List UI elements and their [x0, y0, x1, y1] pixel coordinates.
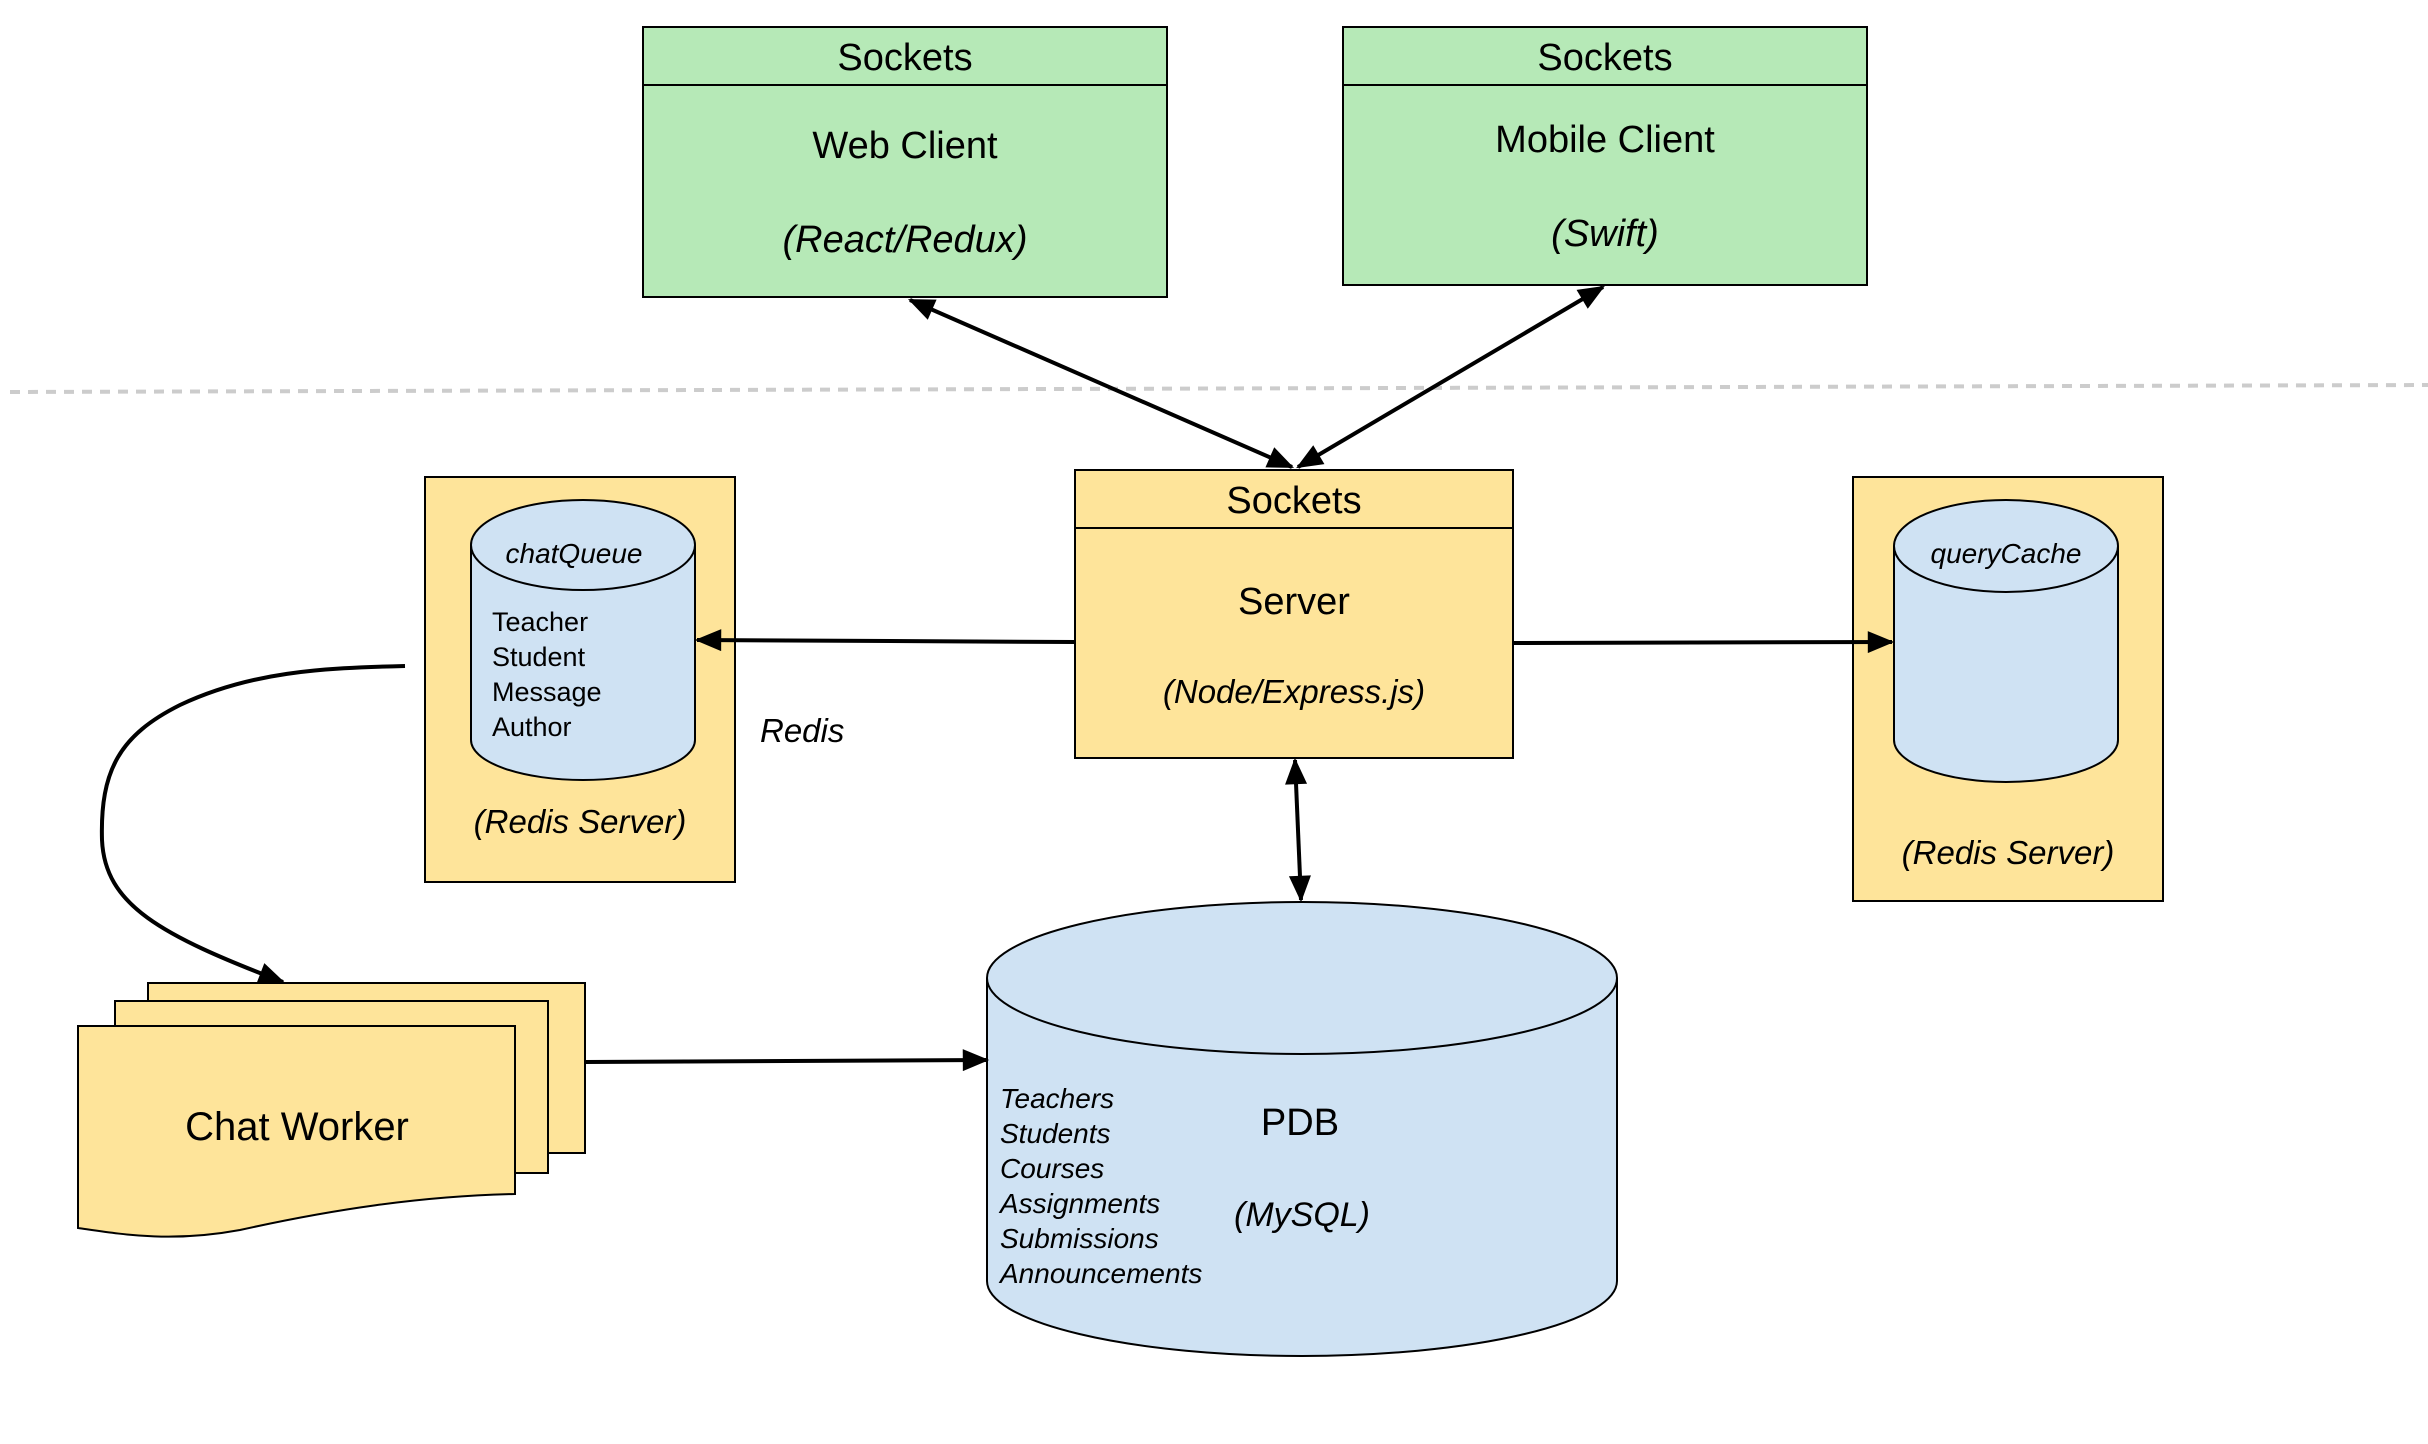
chat-worker-title: Chat Worker: [185, 1105, 409, 1149]
edge-server-query-cache: [1512, 631, 1895, 654]
pdb-table: Announcements: [998, 1258, 1202, 1289]
pdb-title: PDB: [1261, 1102, 1339, 1144]
mobile-client-node[interactable]: Sockets Mobile Client (Swift): [1342, 26, 1868, 286]
edge-server-chat-queue: [694, 629, 1076, 652]
pdb-table: Teachers: [1000, 1083, 1114, 1114]
chat-queue-redis-node[interactable]: chatQueue Teacher Student Message Author…: [424, 476, 736, 883]
chat-queue-redis-footer: (Redis Server): [474, 803, 687, 840]
chat-worker-node[interactable]: Chat Worker: [77, 982, 586, 1238]
web-client-node[interactable]: Sockets Web Client (React/Redux): [642, 26, 1168, 298]
pdb-table: Courses: [1000, 1153, 1104, 1184]
query-cache-redis-node[interactable]: queryCache (Redis Server): [1852, 476, 2164, 902]
web-client-sockets-label: Sockets: [837, 37, 972, 79]
pdb-table: Submissions: [1000, 1223, 1159, 1254]
web-client-title: Web Client: [812, 125, 998, 167]
edge-chat-queue-chat-worker: [99, 664, 406, 984]
edge-chat-worker-pdb: [584, 1049, 990, 1072]
chat-queue-label: chatQueue: [506, 538, 643, 569]
chat-queue-field: Teacher: [492, 607, 588, 637]
mobile-client-sockets-label: Sockets: [1537, 37, 1672, 79]
server-sockets-label: Sockets: [1226, 480, 1361, 522]
web-client-subtitle: (React/Redux): [783, 219, 1028, 261]
pdb-subtitle: (MySQL): [1234, 1196, 1370, 1234]
edge-server-pdb: [1285, 757, 1311, 903]
chat-worker-front-page: [77, 1025, 516, 1238]
pdb-database-node[interactable]: PDB (MySQL) Teachers Students Courses As…: [986, 901, 1618, 1357]
server-subtitle: (Node/Express.js): [1163, 673, 1425, 710]
query-cache-label: queryCache: [1931, 538, 2082, 569]
edge-mobile-client-server: [1296, 285, 1605, 469]
query-cache-cylinder[interactable]: queryCache: [1893, 499, 2119, 783]
pdb-table: Students: [1000, 1118, 1111, 1149]
query-cache-redis-footer: (Redis Server): [1902, 834, 2115, 871]
chat-queue-field: Student: [492, 642, 586, 672]
chat-queue-field: Message: [492, 677, 602, 707]
edge-web-client-server: [907, 298, 1295, 469]
server-title: Server: [1238, 581, 1350, 623]
chat-queue-field: Author: [492, 712, 572, 742]
mobile-client-subtitle: (Swift): [1551, 213, 1659, 255]
mobile-client-title: Mobile Client: [1495, 119, 1715, 161]
redis-edge-label: Redis: [760, 712, 844, 749]
server-node[interactable]: Sockets Server (Node/Express.js): [1074, 469, 1514, 759]
client-server-separator: [9, 383, 2428, 394]
pdb-table: Assignments: [998, 1188, 1160, 1219]
chat-queue-cylinder[interactable]: chatQueue Teacher Student Message Author: [470, 499, 696, 781]
